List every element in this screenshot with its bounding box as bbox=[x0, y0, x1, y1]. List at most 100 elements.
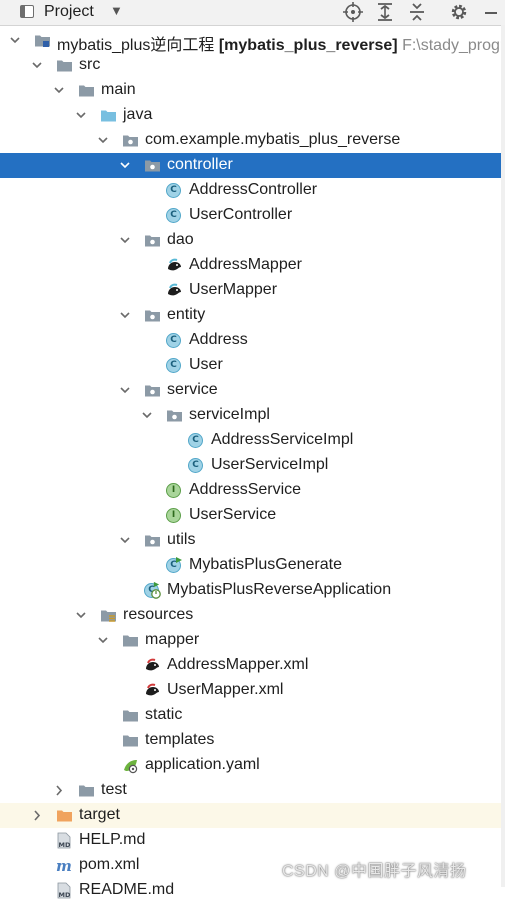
tree-item-label: dao bbox=[167, 231, 194, 249]
chevron-down-icon[interactable] bbox=[74, 103, 88, 128]
tree-item-com-example-mybatis-plus-reverse[interactable]: com.example.mybatis_plus_reverse bbox=[0, 128, 505, 153]
tree-item-label: resources bbox=[123, 606, 193, 624]
chevron-down-icon[interactable] bbox=[118, 153, 132, 178]
tree-item-utils[interactable]: utils bbox=[0, 528, 505, 553]
tree-item-entity[interactable]: entity bbox=[0, 303, 505, 328]
maven-pom-icon: m bbox=[56, 857, 72, 874]
chevron-down-icon[interactable] bbox=[140, 403, 154, 428]
tree-item-mybatis-plus[interactable]: mybatis_plus逆向工程 [mybatis_plus_reverse] … bbox=[0, 28, 505, 54]
item-name: UserController bbox=[189, 206, 293, 223]
item-name: src bbox=[79, 56, 101, 73]
item-name: UserService bbox=[189, 506, 277, 523]
tree-item-label: com.example.mybatis_plus_reverse bbox=[145, 131, 400, 149]
tree-item-addressmapper-xml[interactable]: AddressMapper.xml bbox=[0, 653, 505, 678]
tree-item-label: UserMapper bbox=[189, 281, 277, 299]
tree-item-usermapper[interactable]: UserMapper bbox=[0, 278, 505, 303]
tree-item-src[interactable]: src bbox=[0, 53, 505, 78]
expand-all-icon[interactable] bbox=[374, 1, 396, 23]
tree-item-addresscontroller[interactable]: C AddressController bbox=[0, 178, 505, 203]
chevron-down-icon[interactable] bbox=[74, 603, 88, 628]
chevron-down-icon[interactable] bbox=[118, 228, 132, 253]
project-window-icon bbox=[20, 5, 34, 18]
tool-window-title[interactable]: Project bbox=[44, 3, 94, 20]
item-name: controller bbox=[167, 156, 233, 173]
tree-item-mapper[interactable]: mapper bbox=[0, 628, 505, 653]
tree-item-label: MybatisPlusGenerate bbox=[189, 556, 342, 574]
chevron-down-icon[interactable] bbox=[118, 303, 132, 328]
item-name: pom.xml bbox=[79, 856, 140, 873]
module-folder-icon bbox=[35, 35, 50, 47]
gear-icon[interactable] bbox=[448, 1, 470, 23]
watermark: CSDN @中国胖子风清扬 bbox=[282, 863, 467, 880]
chevron-down-icon[interactable] bbox=[96, 628, 110, 653]
chevron-down-icon[interactable]: ▼ bbox=[110, 3, 123, 18]
tree-item-pom-xml[interactable]: m pom.xml bbox=[0, 853, 505, 878]
tree-item-serviceimpl[interactable]: serviceImpl bbox=[0, 403, 505, 428]
item-name: application.yaml bbox=[145, 756, 260, 773]
tree-item-static[interactable]: static bbox=[0, 703, 505, 728]
tree-item-controller[interactable]: controller bbox=[0, 153, 505, 178]
item-name: resources bbox=[123, 606, 194, 623]
tree-item-application-yaml[interactable]: application.yaml bbox=[0, 753, 505, 778]
tree-item-dao[interactable]: dao bbox=[0, 228, 505, 253]
mybatis-xml-icon bbox=[146, 658, 159, 671]
tree-item-label: service bbox=[167, 381, 218, 399]
locate-icon[interactable] bbox=[342, 1, 364, 23]
tree-item-addressmapper[interactable]: AddressMapper bbox=[0, 253, 505, 278]
chevron-down-icon[interactable] bbox=[8, 28, 22, 53]
collapse-all-icon[interactable] bbox=[406, 1, 428, 23]
markdown-file-icon: MD bbox=[57, 832, 71, 849]
tree-item-label: src bbox=[79, 56, 100, 74]
item-name: UserMapper bbox=[189, 281, 278, 298]
tree-item-label: User bbox=[189, 356, 223, 374]
chevron-down-icon[interactable] bbox=[52, 78, 66, 103]
chevron-right-icon[interactable] bbox=[52, 778, 66, 803]
tree-item-help-md[interactable]: MD HELP.md bbox=[0, 828, 505, 853]
item-name: HELP.md bbox=[79, 831, 146, 848]
item-name: java bbox=[123, 106, 153, 123]
chevron-right-icon[interactable] bbox=[30, 803, 44, 828]
item-name: dao bbox=[167, 231, 194, 248]
chevron-down-icon[interactable] bbox=[118, 378, 132, 403]
item-name: entity bbox=[167, 306, 206, 323]
chevron-down-icon[interactable] bbox=[30, 53, 44, 78]
folder-icon bbox=[79, 85, 94, 97]
minimize-icon[interactable] bbox=[480, 1, 502, 23]
tree-item-java[interactable]: java bbox=[0, 103, 505, 128]
tree-item-main[interactable]: main bbox=[0, 78, 505, 103]
item-name: UserServiceImpl bbox=[211, 456, 329, 473]
package-icon bbox=[145, 535, 160, 547]
folder-icon bbox=[123, 710, 138, 722]
tree-item-service[interactable]: service bbox=[0, 378, 505, 403]
mybatis-mapper-icon bbox=[168, 283, 181, 296]
tree-item-usermapper-xml[interactable]: UserMapper.xml bbox=[0, 678, 505, 703]
item-name: mybatis_plus逆向工程 bbox=[57, 37, 215, 54]
source-folder-icon bbox=[101, 110, 116, 122]
item-name: service bbox=[167, 381, 218, 398]
svg-text:m: m bbox=[56, 857, 72, 874]
tree-item-label: controller bbox=[167, 156, 233, 174]
tree-item-label: Address bbox=[189, 331, 248, 349]
item-name: AddressServiceImpl bbox=[211, 431, 354, 448]
chevron-down-icon[interactable] bbox=[118, 528, 132, 553]
tree-item-target[interactable]: target bbox=[0, 803, 505, 828]
class-icon: C bbox=[166, 183, 181, 198]
tree-item-resources[interactable]: resources bbox=[0, 603, 505, 628]
vertical-scrollbar[interactable] bbox=[501, 25, 505, 887]
item-name: static bbox=[145, 706, 183, 723]
tree-item-label: mapper bbox=[145, 631, 199, 649]
item-name: AddressController bbox=[189, 181, 318, 198]
tree-item-templates[interactable]: templates bbox=[0, 728, 505, 753]
chevron-down-icon[interactable] bbox=[96, 128, 110, 153]
tree-item-test[interactable]: test bbox=[0, 778, 505, 803]
